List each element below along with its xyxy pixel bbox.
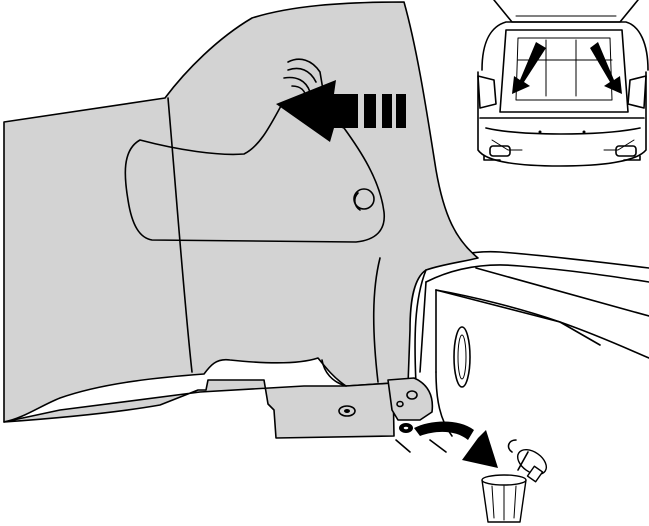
waste-bin-icon	[482, 475, 526, 522]
discard-arrow	[414, 422, 498, 469]
vehicle-body-structure	[396, 252, 649, 452]
trim-panel	[4, 2, 478, 438]
inset-pointer-arrows	[512, 42, 622, 94]
vehicle-rear-inset	[478, 0, 648, 166]
